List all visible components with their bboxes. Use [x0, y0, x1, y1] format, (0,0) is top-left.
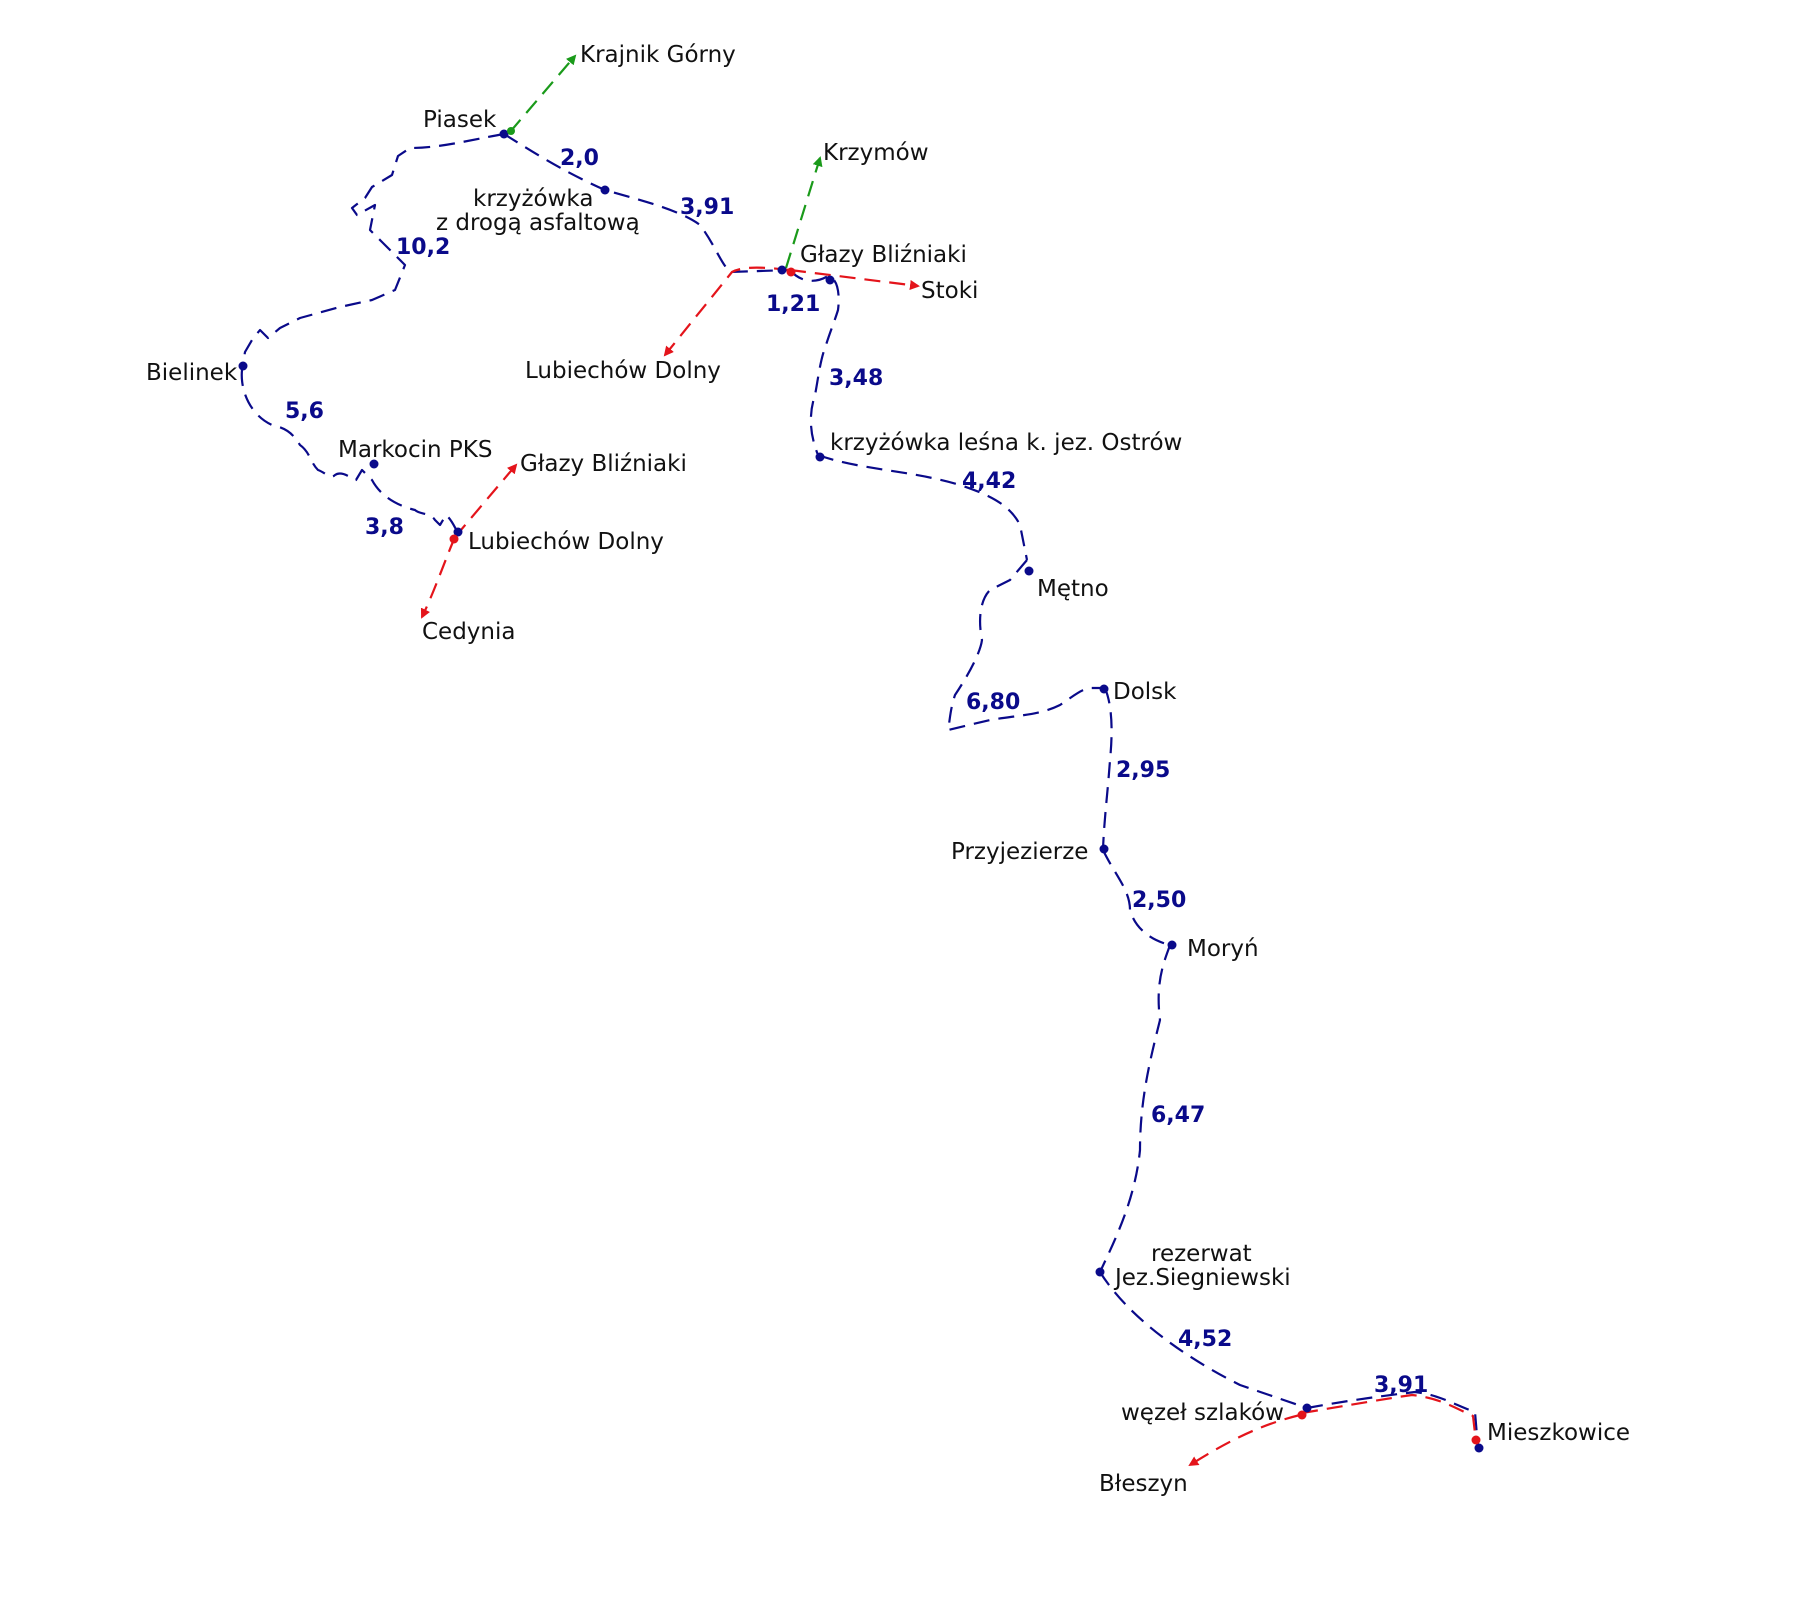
red-trail-to-bleszyn	[1188, 1413, 1301, 1467]
distance-krzyzowka-lesna-metno: 4,42	[962, 469, 1016, 494]
distance-bielinek-markocin: 5,6	[285, 399, 324, 424]
red-trail-to-glazy-blizniaki	[454, 463, 518, 538]
main-trail	[240, 132, 1480, 1449]
trail-segment-piasek-bielinek	[240, 132, 505, 371]
label-krzyzowka-line2: z drogą asfaltową	[436, 210, 640, 236]
label-piasek: Piasek	[423, 107, 497, 133]
node-mieszkowice[interactable]	[1474, 1443, 1484, 1453]
distance-krzyzowka-glazy: 3,91	[680, 195, 734, 220]
distance-przyjezierze-moryn: 2,50	[1132, 888, 1186, 913]
node-krzyzowka-lesna[interactable]	[815, 452, 825, 462]
label-stoki: Stoki	[921, 278, 978, 304]
distance-metno-dolsk: 6,80	[966, 690, 1020, 715]
label-markocin-pks: Markocin PKS	[338, 437, 492, 463]
label-lubiechow-dolny-left: Lubiechów Dolny	[468, 529, 664, 555]
distance-markocin-lubiechow: 3,8	[365, 515, 404, 540]
node-mieszkowice-red	[1471, 1435, 1481, 1445]
node-bielinek[interactable]	[238, 361, 248, 371]
node-lubiechow-dolny-red	[449, 534, 459, 544]
distance-dolsk-przyjezierze: 2,95	[1116, 758, 1170, 783]
node-dolsk[interactable]	[1099, 684, 1109, 694]
trail-segment-piasek-krzyzowka	[503, 133, 791, 274]
node-metno[interactable]	[1024, 566, 1034, 576]
node-glazy-loop[interactable]	[825, 275, 835, 285]
label-wezel-szlakow: węzeł szlaków	[1121, 1400, 1284, 1426]
trail-segment-bielinek-lubiechow	[240, 369, 459, 534]
label-krajnik-gorny: Krajnik Górny	[580, 42, 736, 68]
place-labels: Krajnik Górny Piasek Krzymów krzyżówka z…	[146, 42, 1630, 1497]
trail-segment-moryn-rezerwat	[1099, 944, 1172, 1273]
distance-piasek-bielinek: 10,2	[396, 235, 450, 260]
green-trail-to-krzymow	[784, 156, 823, 269]
red-trail-to-stoki	[789, 268, 920, 290]
node-piasek[interactable]	[499, 129, 509, 139]
label-glazy-blizniaki-left: Głazy Bliźniaki	[520, 451, 687, 477]
trail-segment-glazy-loop	[789, 269, 840, 456]
node-moryn[interactable]	[1167, 940, 1177, 950]
trail-nodes	[238, 127, 1484, 1453]
node-piasek-green	[507, 127, 515, 135]
label-cedynia: Cedynia	[422, 619, 515, 645]
label-krzymow: Krzymów	[823, 140, 929, 166]
trail-segment-wezel-mieszkowice	[1306, 1390, 1480, 1449]
trail-segment-krzyzowka-lesna-metno	[817, 453, 1029, 561]
label-bielinek: Bielinek	[146, 360, 238, 386]
distance-labels: 2,0 3,91 10,2 1,21 3,48 5,6 3,8 4,42 6,8…	[285, 146, 1428, 1398]
node-wezel-szlakow-red	[1297, 1410, 1307, 1420]
red-trail-wezel-mieszkowice	[1301, 1393, 1478, 1443]
trail-segment-przyjezierze-moryn	[1102, 849, 1171, 947]
distance-glazy-krzyzowka-lesna: 3,48	[829, 366, 883, 391]
node-rezerwat[interactable]	[1095, 1267, 1105, 1277]
distance-wezel-mieszkowice: 3,91	[1374, 1373, 1428, 1398]
label-przyjezierze: Przyjezierze	[951, 839, 1088, 865]
distance-piasek-krzyzowka: 2,0	[560, 146, 599, 171]
node-lubiechow-dolny[interactable]	[453, 527, 463, 537]
distance-moryn-rezerwat: 6,47	[1151, 1103, 1205, 1128]
distance-rezerwat-wezel: 4,52	[1178, 1327, 1232, 1352]
node-glazy-blizniaki-red	[786, 267, 796, 277]
green-trail-to-krajnik-gorny	[509, 54, 577, 133]
trail-segment-metno-dolsk	[946, 559, 1105, 732]
label-metno: Mętno	[1037, 576, 1109, 602]
label-lubiechow-dolny-top: Lubiechów Dolny	[525, 358, 721, 384]
node-krzyzowka[interactable]	[600, 185, 610, 195]
node-glazy-blizniaki[interactable]	[777, 265, 787, 275]
label-rezerwat-line2: Jez.Siegniewski	[1113, 1265, 1291, 1291]
node-przyjezierze[interactable]	[1099, 844, 1109, 854]
label-glazy-blizniaki-top: Głazy Bliźniaki	[800, 242, 967, 268]
node-markocin-pks[interactable]	[369, 459, 379, 469]
label-mieszkowice: Mieszkowice	[1487, 1420, 1630, 1446]
label-bleszyn: Błeszyn	[1099, 1471, 1188, 1497]
label-krzyzowka-line1: krzyżówka	[473, 186, 593, 212]
trail-segment-dolsk-przyjezierze	[1101, 687, 1113, 851]
label-rezerwat-line1: rezerwat	[1151, 1241, 1252, 1267]
distance-glazy-loop: 1,21	[766, 292, 820, 317]
green-trails	[509, 54, 823, 269]
label-krzyzowka-lesna: krzyżówka leśna k. jez. Ostrów	[830, 430, 1182, 456]
red-trail-to-cedynia	[420, 536, 457, 619]
label-moryn: Moryń	[1187, 936, 1259, 962]
label-dolsk: Dolsk	[1113, 679, 1177, 705]
node-wezel-szlakow[interactable]	[1302, 1403, 1312, 1413]
